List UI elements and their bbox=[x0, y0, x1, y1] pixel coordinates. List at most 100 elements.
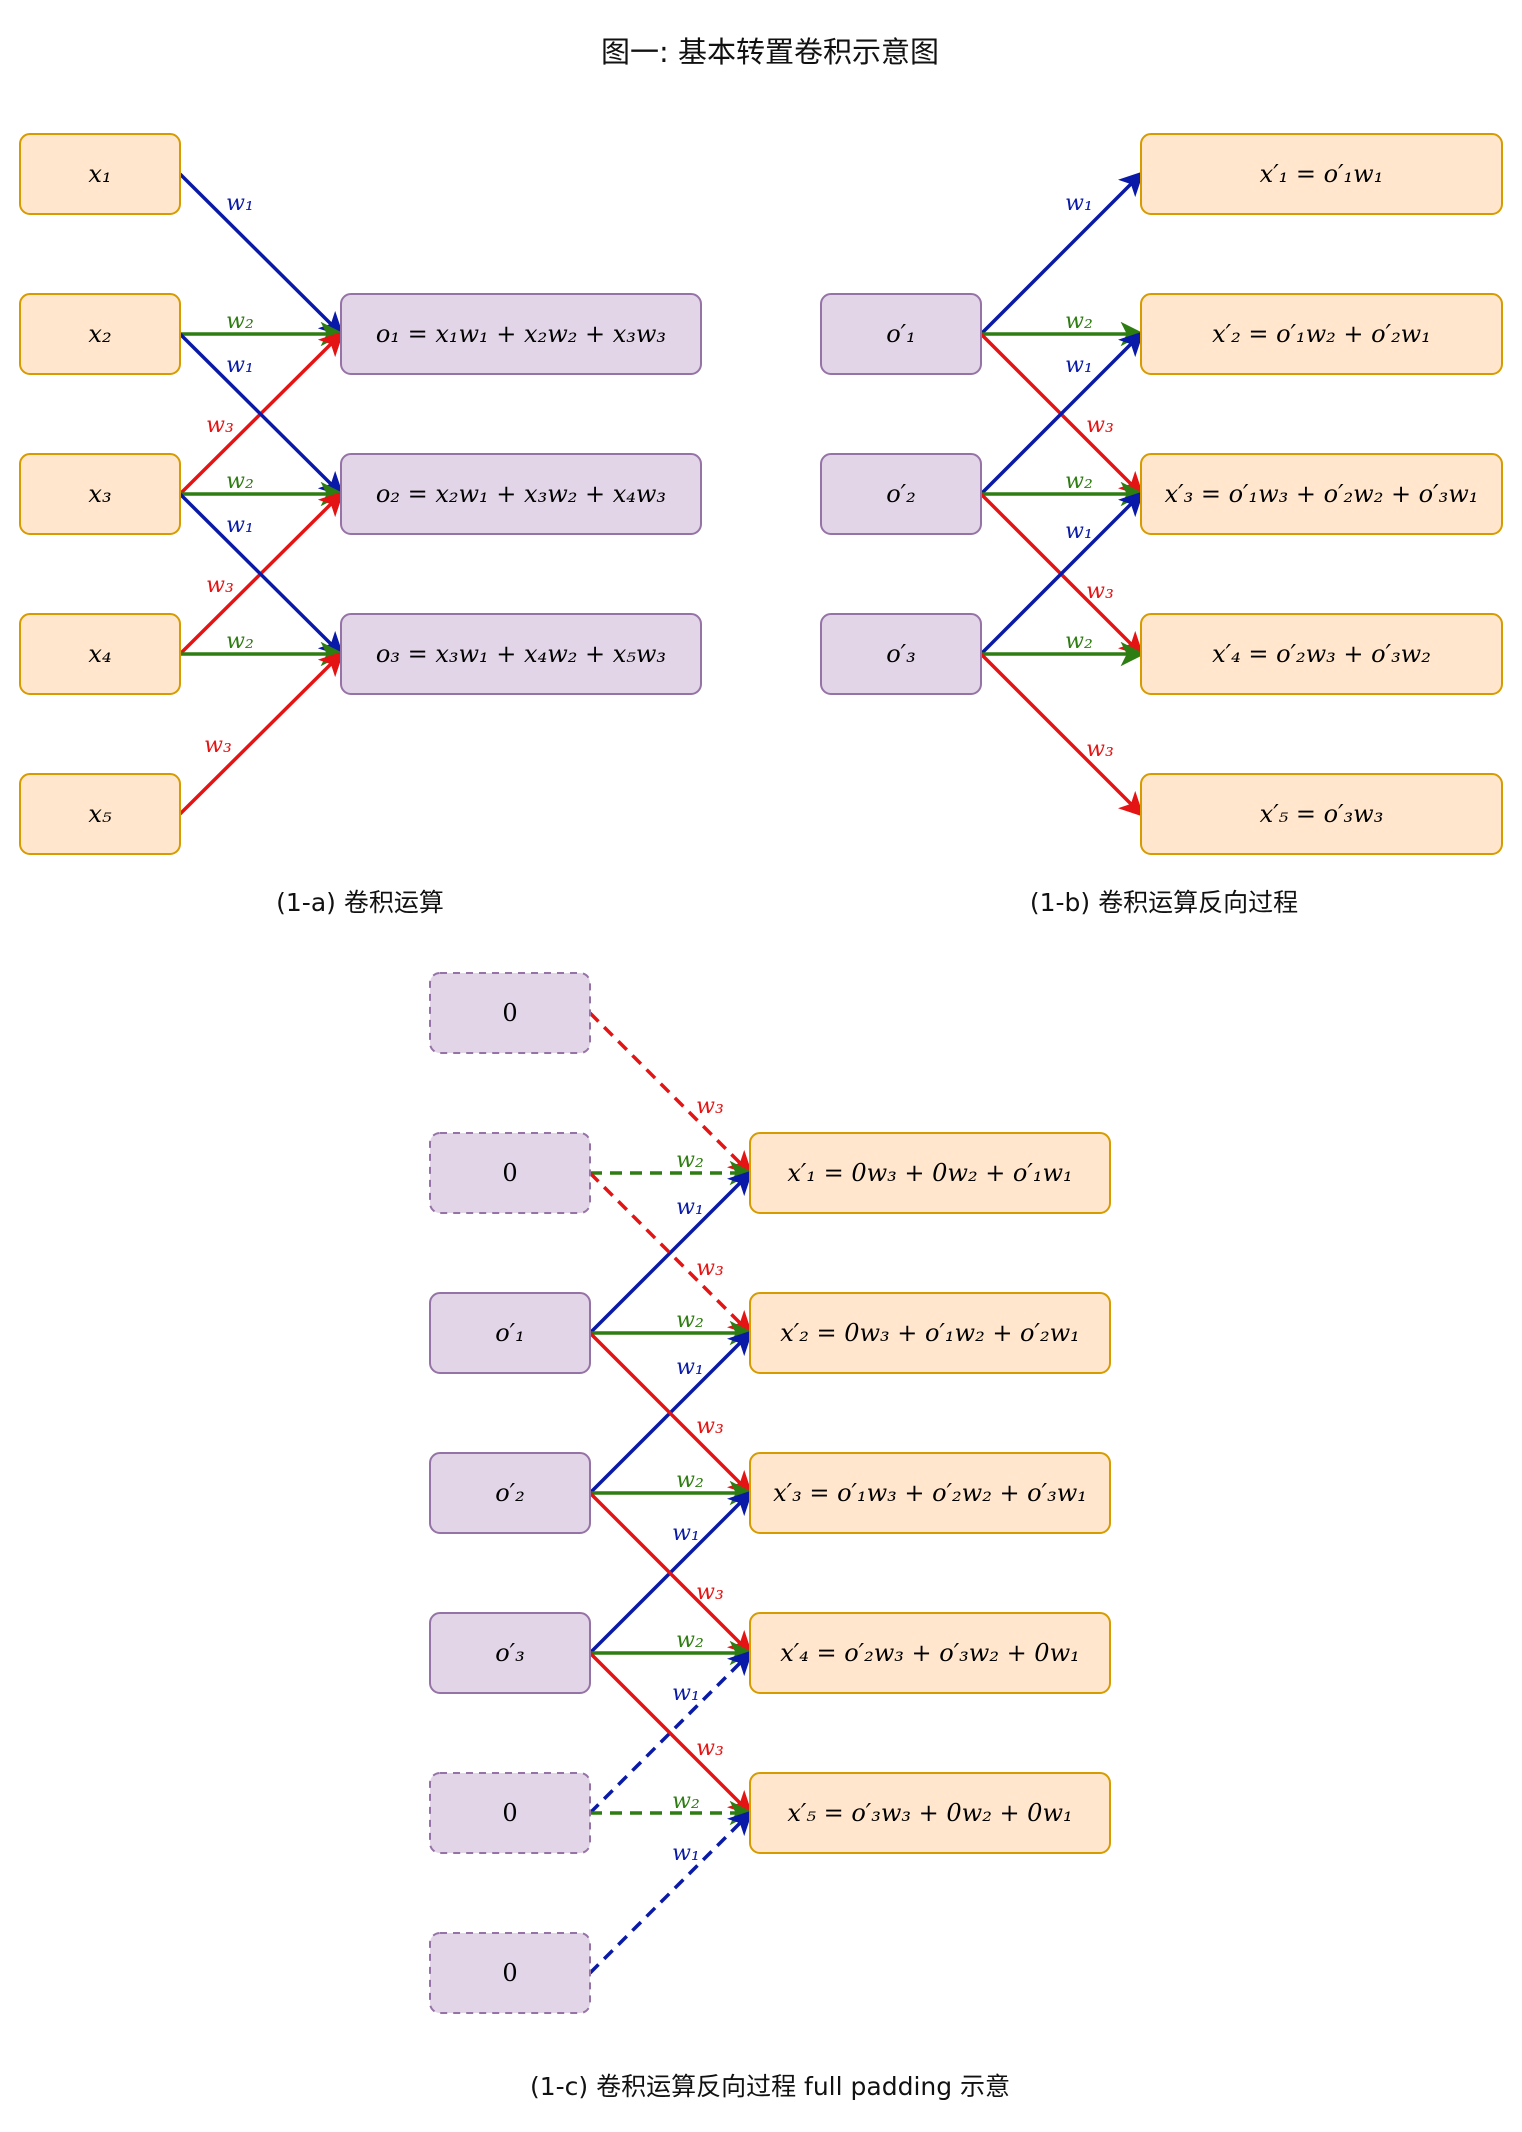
caption-panel-a: (1-a) 卷积运算 bbox=[276, 888, 444, 917]
panel-c-weight-label-7: w₃ bbox=[696, 1414, 724, 1439]
panel-a-input-3: x₃ bbox=[19, 453, 181, 535]
panel-c-weight-label-9: w₁ bbox=[672, 1521, 700, 1546]
panel-a-input-4: x₄ bbox=[19, 613, 181, 695]
panel-b-input-1-box bbox=[820, 293, 982, 375]
panel-c-edge-w3-in4-x4 bbox=[588, 1491, 753, 1656]
panel-b-output-5-label: x′₅ = o′₃w₃ bbox=[1260, 800, 1384, 828]
panel-b-output-3: x′₃ = o′₁w₃ + o′₂w₂ + o′₃w₁ bbox=[1140, 453, 1503, 535]
panel-c-output-3-box bbox=[749, 1452, 1111, 1534]
panel-c-weight-label-14: w₂ bbox=[672, 1789, 700, 1814]
panel-b-weight-label-9: w₃ bbox=[1086, 737, 1114, 762]
caption-panel-b: (1-b) 卷积运算反向过程 bbox=[1030, 888, 1298, 917]
panel-b-output-2: x′₂ = o′₁w₂ + o′₂w₁ bbox=[1140, 293, 1503, 375]
panel-a-input-3-label: x₃ bbox=[88, 480, 111, 508]
panel-c-input-4-label: o′₂ bbox=[495, 1479, 525, 1507]
panel-a-weight-label-2: w₂ bbox=[226, 309, 254, 334]
panel-a-input-1: x₁ bbox=[19, 133, 181, 215]
panel-a-weight-label-7: w₃ bbox=[206, 573, 234, 598]
panel-b-weight-label-6: w₁ bbox=[1065, 519, 1093, 544]
panel-c-weight-label-6: w₁ bbox=[676, 1355, 704, 1380]
panel-c-input-4-box bbox=[429, 1452, 591, 1534]
panel-c-output-4-label: x′₄ = o′₂w₃ + o′₃w₂ + 0w₁ bbox=[780, 1639, 1080, 1667]
panel-b-weight-label-7: w₃ bbox=[1086, 579, 1114, 604]
panel-b-input-1: o′₁ bbox=[820, 293, 982, 375]
panel-c-input-2-label: 0 bbox=[502, 1159, 517, 1187]
panel-b-weight-label-5: w₂ bbox=[1065, 469, 1093, 494]
panel-a-output-1-box bbox=[340, 293, 702, 375]
panel-a-input-4-label: x₄ bbox=[88, 640, 111, 668]
panel-c-input-1: 0 bbox=[429, 972, 591, 1054]
panel-a-edge-w1-x3-o3 bbox=[178, 492, 344, 657]
panel-a-input-2-box bbox=[19, 293, 181, 375]
panel-b-output-5: x′₅ = o′₃w₃ bbox=[1140, 773, 1503, 855]
panel-c-output-4: x′₄ = o′₂w₃ + o′₃w₂ + 0w₁ bbox=[749, 1612, 1111, 1694]
panel-c-input-3: o′₁ bbox=[429, 1292, 591, 1374]
panel-b-output-4: x′₄ = o′₂w₃ + o′₃w₂ bbox=[1140, 613, 1503, 695]
panel-c-input-7-label: 0 bbox=[502, 1959, 517, 1987]
panel-c-input-5: o′₃ bbox=[429, 1612, 591, 1694]
panel-a-output-1-label: o₁ = x₁w₁ + x₂w₂ + x₃w₃ bbox=[376, 320, 666, 348]
panel-c-output-1: x′₁ = 0w₃ + 0w₂ + o′₁w₁ bbox=[749, 1132, 1111, 1214]
panel-a-output-2-box bbox=[340, 453, 702, 535]
panel-b-weight-label-1: w₁ bbox=[1065, 191, 1093, 216]
panel-a-output-3-label: o₃ = x₃w₁ + x₄w₂ + x₅w₃ bbox=[376, 640, 666, 668]
panel-c-output-2-box bbox=[749, 1292, 1111, 1374]
panel-a-weight-label-9: w₃ bbox=[204, 733, 232, 758]
panel-c-input-6-label: 0 bbox=[502, 1799, 517, 1827]
panel-b-output-3-box bbox=[1140, 453, 1503, 535]
panel-c-input-7: 0 bbox=[429, 1932, 591, 2014]
panel-c-weight-label-10: w₃ bbox=[696, 1580, 724, 1605]
panel-c-edge-w3-in5-x5 bbox=[588, 1651, 753, 1816]
panel-b-output-1-box bbox=[1140, 133, 1503, 215]
panel-c-input-2: 0 bbox=[429, 1132, 591, 1214]
panel-c-edge-w1-in7-x5 bbox=[588, 1810, 753, 1975]
panel-c-output-2: x′₂ = 0w₃ + o′₁w₂ + o′₂w₁ bbox=[749, 1292, 1111, 1374]
panel-b-input-3-label: o′₃ bbox=[886, 640, 916, 668]
panel-c-weight-label-2: w₂ bbox=[676, 1148, 704, 1173]
panel-c-weight-label-15: w₁ bbox=[672, 1841, 700, 1866]
edges-layer bbox=[178, 171, 1146, 1975]
panel-a-input-2: x₂ bbox=[19, 293, 181, 375]
panel-c-edge-w3-in3-x3 bbox=[588, 1331, 753, 1496]
panel-b-output-4-label: x′₄ = o′₂w₃ + o′₃w₂ bbox=[1212, 640, 1431, 668]
panel-c-weight-label-4: w₃ bbox=[696, 1256, 724, 1281]
panel-b-edge-w3-o3-x5 bbox=[979, 652, 1144, 817]
panel-a-weight-label-1: w₁ bbox=[226, 191, 254, 216]
panel-c-output-1-box bbox=[749, 1132, 1111, 1214]
panel-b-edge-w1-o2-x2 bbox=[979, 331, 1144, 496]
panel-c-weight-label-13: w₃ bbox=[696, 1736, 724, 1761]
panel-a-output-3-box bbox=[340, 613, 702, 695]
panel-b-input-3-box bbox=[820, 613, 982, 695]
caption-panel-c: (1-c) 卷积运算反向过程 full padding 示意 bbox=[530, 2072, 1010, 2101]
panel-c-output-3: x′₃ = o′₁w₃ + o′₂w₂ + o′₃w₁ bbox=[749, 1452, 1111, 1534]
panel-c-output-5-box bbox=[749, 1772, 1111, 1854]
panel-a-edge-w3-x5-o3 bbox=[178, 651, 344, 816]
panel-c-input-5-box bbox=[429, 1612, 591, 1694]
panel-b-weight-label-3: w₁ bbox=[1065, 353, 1093, 378]
panel-c-input-6-box bbox=[429, 1772, 591, 1854]
panel-c-weight-label-3: w₁ bbox=[676, 1195, 704, 1220]
nodes-layer: x₁ x₂ x₃ x₄ x₅ o₁ = x₁w₁ + x₂w₂ + x₃w₃ o₂ = x₂… bbox=[19, 133, 1503, 2014]
panel-c-output-1-label: x′₁ = 0w₃ + 0w₂ + o′₁w₁ bbox=[787, 1159, 1072, 1187]
panel-a-weight-label-4: w₃ bbox=[206, 413, 234, 438]
panel-a-output-2: o₂ = x₂w₁ + x₃w₂ + x₄w₃ bbox=[340, 453, 702, 535]
panel-c-edge-w3-in2-x2 bbox=[588, 1171, 753, 1336]
panel-c-output-5: x′₅ = o′₃w₃ + 0w₂ + 0w₁ bbox=[749, 1772, 1111, 1854]
panel-c-input-3-label: o′₁ bbox=[495, 1319, 525, 1347]
panel-b-weight-label-2: w₂ bbox=[1065, 309, 1093, 334]
panel-a-input-5: x₅ bbox=[19, 773, 181, 855]
panel-b-input-2: o′₂ bbox=[820, 453, 982, 535]
panel-b-output-4-box bbox=[1140, 613, 1503, 695]
panel-a-output-2-label: o₂ = x₂w₁ + x₃w₂ + x₄w₃ bbox=[376, 480, 666, 508]
panel-c-output-4-box bbox=[749, 1612, 1111, 1694]
panel-c-input-6: 0 bbox=[429, 1772, 591, 1854]
panel-b-output-2-label: x′₂ = o′₁w₂ + o′₂w₁ bbox=[1212, 320, 1431, 348]
panel-c-input-1-box bbox=[429, 972, 591, 1054]
panel-c-weight-label-5: w₂ bbox=[676, 1308, 704, 1333]
panel-a-input-3-box bbox=[19, 453, 181, 535]
panel-a-input-5-box bbox=[19, 773, 181, 855]
panel-a-input-1-box bbox=[19, 133, 181, 215]
panel-b-input-2-box bbox=[820, 453, 982, 535]
panel-b-edge-w1-o1-x1 bbox=[979, 171, 1144, 336]
panel-b-input-3: o′₃ bbox=[820, 613, 982, 695]
